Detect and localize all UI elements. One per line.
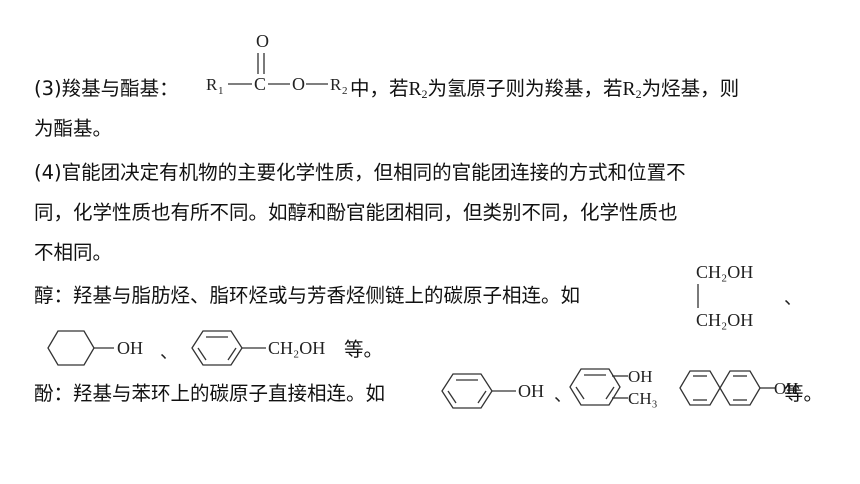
- cresol-structure: OH CH₃: [569, 367, 658, 408]
- ester-r1-sub: 1: [218, 85, 224, 97]
- ethylene-glycol-structure: CH₂OH CH₂OH 、: [696, 262, 802, 330]
- ester-r2: R: [330, 75, 342, 94]
- benzene-ring-2-inner-right: [477, 390, 487, 404]
- ester-r2-sub: 2: [342, 85, 348, 97]
- benzene-ring-3: [569, 368, 621, 406]
- glycol-sep: 、: [784, 288, 802, 308]
- glycol-bottom: CH₂OH: [696, 310, 753, 330]
- line7-tail: 等。: [344, 338, 384, 361]
- tail-text: 为烃基，则: [641, 77, 740, 100]
- cresol-oh: OH: [628, 367, 653, 386]
- line8-tail: 等。: [784, 382, 824, 405]
- paragraph-line-3: (4)官能团决定有机物的主要化学性质，但相同的官能团连接的方式和位置不: [34, 161, 686, 184]
- cyclohexane-ring: [47, 330, 95, 366]
- r2-ref-b: R2: [622, 79, 642, 101]
- benzene-ring-3-inner-right: [605, 386, 615, 400]
- r2-ref-a: R2: [408, 79, 428, 101]
- naphthol-structure: OH: [679, 370, 799, 406]
- phenol-oh: OH: [518, 381, 544, 401]
- r2-ref-b-letter: R: [622, 79, 636, 100]
- cyclohexanol-sep: 、: [160, 342, 178, 362]
- benzyl-ch2oh: CH₂OH: [268, 338, 325, 358]
- cyclohexanol-structure: OH 、: [47, 330, 178, 366]
- ester-line: (3)羧基与酯基：: [34, 76, 179, 102]
- r2-ref-a-sub: 2: [421, 87, 428, 101]
- ester-o-top: O: [256, 31, 269, 51]
- benzyl-alcohol-structure: CH₂OH: [191, 330, 325, 366]
- benzene-ring-1-inner-left: [197, 347, 207, 361]
- phenol-sep: 、: [554, 385, 572, 405]
- section-3-lead: (3)羧基与酯基：: [34, 77, 179, 100]
- benzene-ring-2: [441, 373, 493, 409]
- alcohol-definition: 醇：羟基与脂肪烃、脂环烃或与芳香烃侧链上的碳原子相连。如: [34, 284, 581, 307]
- r2-ref-a-letter: R: [408, 79, 422, 100]
- ester-structure: O R 1 C O R 2: [206, 31, 348, 97]
- ester-c: C: [254, 74, 266, 94]
- cresol-ch3: CH₃: [628, 389, 658, 408]
- benzene-ring-3-inner-left: [575, 386, 585, 400]
- paragraph-line-2: 为酯基。: [34, 117, 113, 140]
- benzene-ring-2-inner-left: [447, 390, 457, 404]
- phenol-structure: OH 、: [441, 373, 572, 409]
- benzene-ring-1-inner-right: [227, 347, 237, 361]
- benzene-ring-1: [191, 330, 243, 366]
- paragraph-line-5: 不相同。: [34, 241, 113, 264]
- ester-r1: R: [206, 75, 218, 94]
- mid-text-2: 为氢原子则为羧基，若: [427, 77, 623, 100]
- paragraph-line-4: 同，化学性质也有所不同。如醇和酚官能团相同，但类别不同，化学性质也: [34, 201, 678, 224]
- phenol-definition: 酚：羟基与苯环上的碳原子直接相连。如: [34, 382, 386, 405]
- r2-ref-b-sub: 2: [635, 87, 642, 101]
- ester-explanation: 中，若R2为氢原子则为羧基，若R2为烃基，则: [350, 76, 739, 107]
- naphthol-oh: OH: [774, 379, 799, 398]
- mid-text-1: 中，若: [350, 77, 409, 100]
- ester-o: O: [292, 74, 305, 94]
- cyclohexanol-oh: OH: [117, 338, 143, 358]
- glycol-top: CH₂OH: [696, 262, 753, 282]
